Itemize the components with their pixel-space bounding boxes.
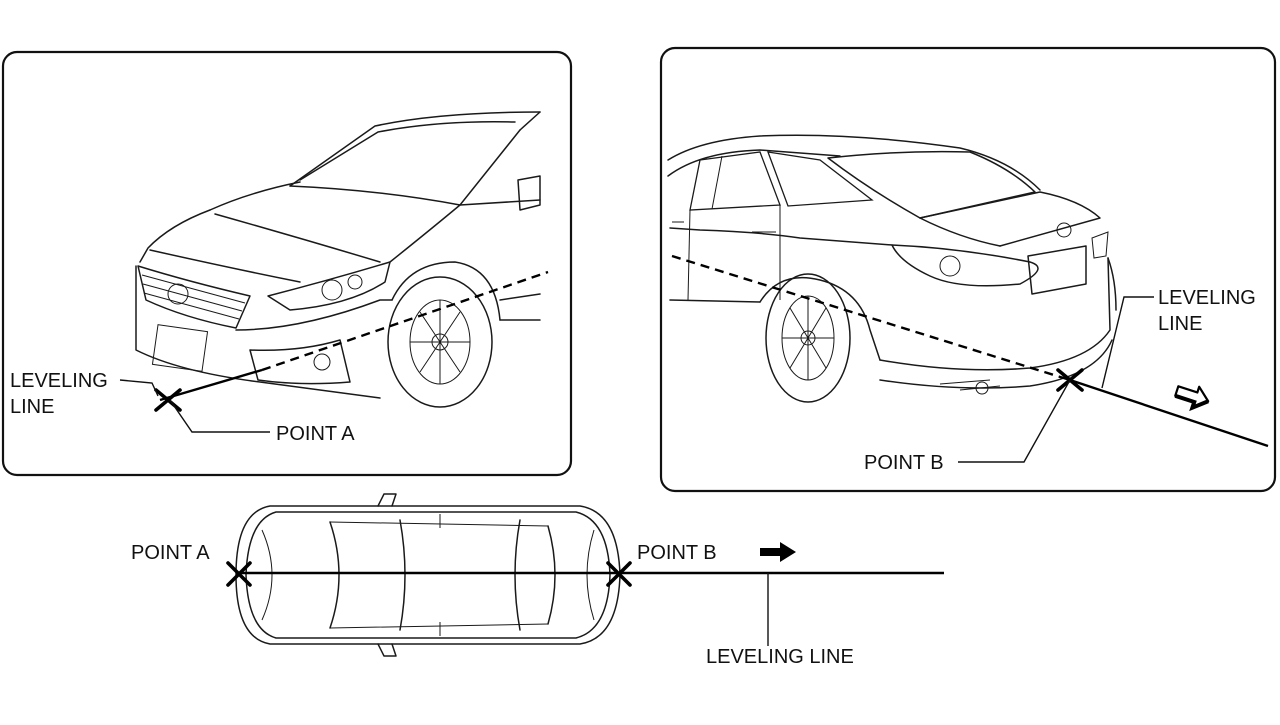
top-leveling-label: LEVELING LINE xyxy=(706,646,854,668)
front-leveling-label-line1: LEVELING xyxy=(10,370,108,392)
rear-leveling-line-dashed xyxy=(671,254,1071,382)
front-point-a-leader xyxy=(169,399,270,433)
rear-car-illustration xyxy=(667,134,1117,403)
top-point-a-label: POINT A xyxy=(131,542,210,564)
top-car-illustration xyxy=(235,493,621,657)
top-point-b-x-mark-icon xyxy=(606,561,632,587)
rear-point-b-label: POINT B xyxy=(864,452,944,474)
rear-point-b-leader xyxy=(958,379,1071,463)
rear-leveling-label-line2: LINE xyxy=(1158,313,1202,335)
rear-leveling-leader xyxy=(1101,296,1154,389)
front-leveling-leader xyxy=(119,379,159,397)
top-direction-arrow-icon xyxy=(760,542,796,562)
rear-leveling-label-line1: LEVELING xyxy=(1158,287,1256,309)
rear-leveling-line-solid xyxy=(1069,378,1269,448)
front-leveling-label-line2: LINE xyxy=(10,396,54,418)
top-point-b-label: POINT B xyxy=(637,542,717,564)
rear-view-panel: LEVELING LINE POINT B xyxy=(659,46,1277,493)
front-panel-frame xyxy=(1,50,573,477)
rear-panel-frame xyxy=(659,46,1277,493)
front-leveling-line-dashed xyxy=(261,270,549,372)
front-leveling-line-solid xyxy=(159,368,263,402)
front-point-a-x-mark-icon xyxy=(154,388,182,412)
top-view: POINT A POINT B LEVELING LINE xyxy=(131,493,944,668)
front-view-panel: LEVELING LINE POINT A xyxy=(1,50,573,477)
rear-direction-arrow-icon xyxy=(1174,385,1210,412)
front-point-a-label: POINT A xyxy=(276,423,355,445)
top-point-a-x-mark-icon xyxy=(226,561,252,587)
front-car-illustration xyxy=(135,111,541,408)
